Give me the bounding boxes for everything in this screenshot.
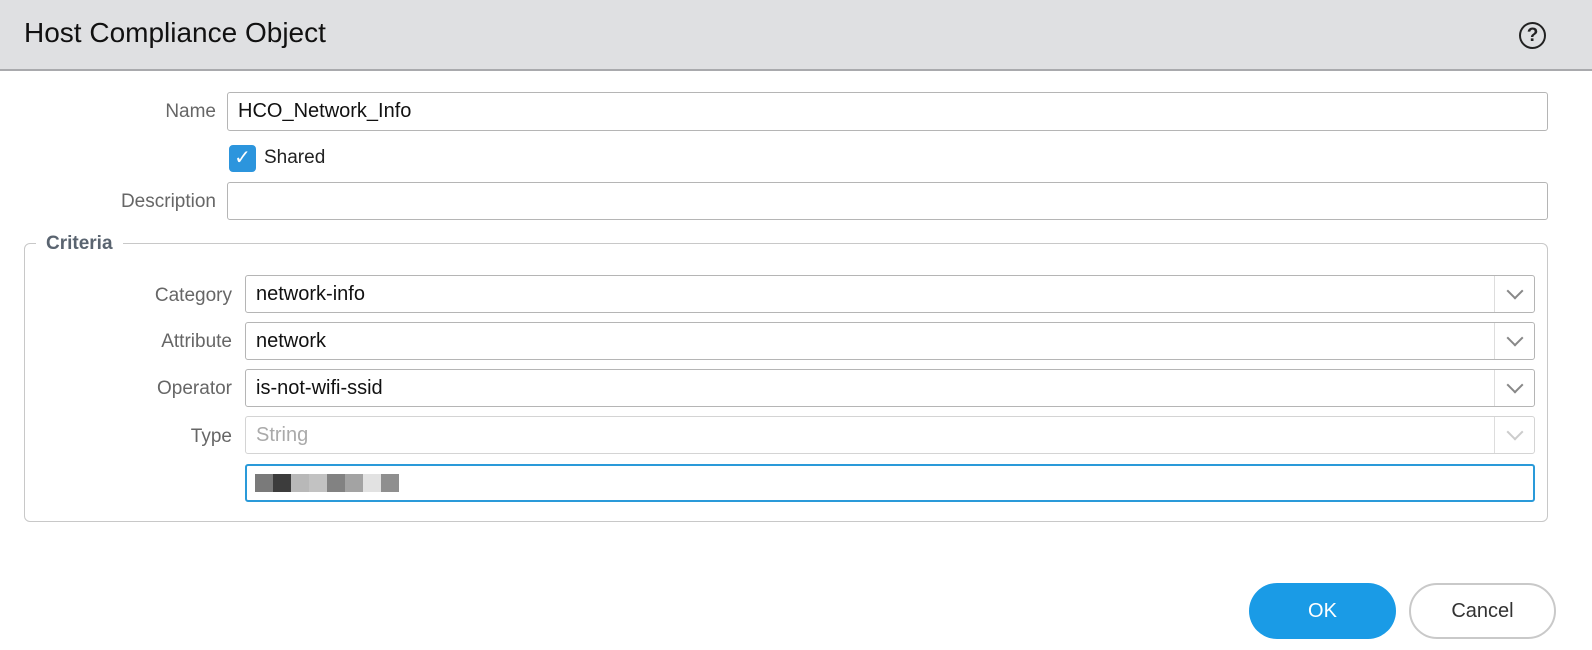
- chevron-down-icon[interactable]: [1494, 323, 1534, 359]
- operator-label: Operator: [157, 378, 232, 399]
- type-label: Type: [190, 426, 232, 447]
- cancel-button[interactable]: Cancel: [1409, 583, 1556, 639]
- description-input[interactable]: [227, 182, 1548, 220]
- attribute-value: network: [256, 329, 327, 352]
- chevron-down-icon: [1494, 417, 1534, 453]
- redacted-value: [255, 474, 399, 492]
- criteria-fieldset: [24, 243, 1548, 522]
- category-label: Category: [154, 285, 232, 306]
- name-input[interactable]: HCO_Network_Info: [227, 92, 1548, 131]
- value-input[interactable]: [245, 464, 1535, 502]
- operator-select[interactable]: is-not-wifi-ssid: [245, 369, 1535, 407]
- chevron-down-icon[interactable]: [1494, 276, 1534, 312]
- attribute-label: Attribute: [161, 331, 232, 352]
- description-label: Description: [120, 191, 216, 212]
- name-label: Name: [165, 101, 216, 122]
- help-icon[interactable]: ?: [1519, 22, 1546, 49]
- shared-checkbox[interactable]: ✓: [229, 145, 256, 172]
- criteria-legend: Criteria: [36, 233, 123, 255]
- type-select: String: [245, 416, 1535, 454]
- shared-label: Shared: [264, 147, 326, 168]
- dialog-header: Host Compliance Object ?: [0, 0, 1592, 71]
- type-value: String: [256, 423, 309, 446]
- category-value: network-info: [256, 282, 365, 305]
- ok-button[interactable]: OK: [1249, 583, 1396, 639]
- dialog-title: Host Compliance Object: [24, 17, 326, 48]
- chevron-down-icon[interactable]: [1494, 370, 1534, 406]
- operator-value: is-not-wifi-ssid: [256, 376, 383, 399]
- attribute-select[interactable]: network: [245, 322, 1535, 360]
- category-select[interactable]: network-info: [245, 275, 1535, 313]
